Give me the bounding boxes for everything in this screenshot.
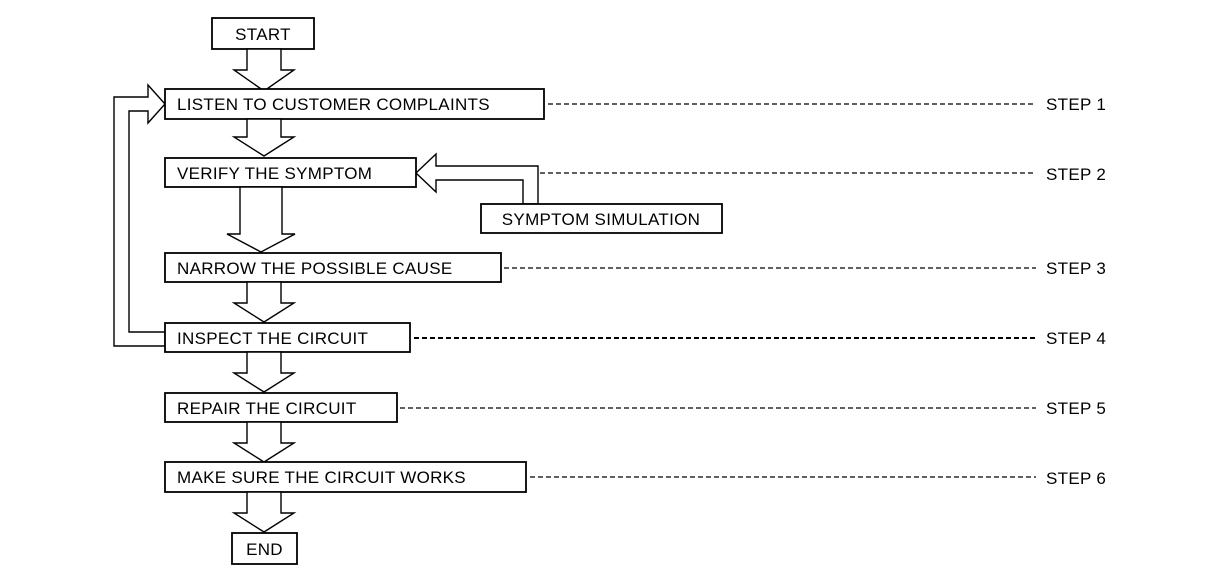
step5-number: STEP 5 — [1046, 399, 1106, 418]
step4-number: STEP 4 — [1046, 329, 1106, 348]
step3-node: NARROW THE POSSIBLE CAUSE — [164, 252, 502, 283]
down-arrow-step1-to-step2 — [231, 118, 297, 157]
step3-number: STEP 3 — [1046, 259, 1106, 278]
step1-node: LISTEN TO CUSTOMER COMPLAINTS — [164, 88, 545, 120]
step2-node: VERIFY THE SYMPTOM — [164, 157, 417, 188]
loop-back-arrow — [113, 83, 166, 347]
symptom-simulation-arrow — [414, 152, 539, 205]
step4-node: INSPECT THE CIRCUIT — [164, 322, 411, 353]
step6-number: STEP 6 — [1046, 469, 1106, 488]
step3-label: NARROW THE POSSIBLE CAUSE — [177, 259, 452, 278]
end-node: END — [231, 532, 298, 565]
end-label: END — [246, 540, 283, 559]
step5-label: REPAIR THE CIRCUIT — [177, 399, 357, 418]
step4-label: INSPECT THE CIRCUIT — [177, 329, 368, 348]
step5-node: REPAIR THE CIRCUIT — [164, 392, 398, 423]
down-arrow-step2-to-step3 — [226, 186, 296, 253]
step1-number: STEP 1 — [1046, 95, 1106, 114]
down-arrow-step3-to-step4 — [231, 281, 297, 323]
step1-label: LISTEN TO CUSTOMER COMPLAINTS — [177, 95, 490, 114]
step2-number: STEP 2 — [1046, 165, 1106, 184]
start-node: START — [211, 17, 315, 50]
step2-label: VERIFY THE SYMPTOM — [177, 164, 372, 183]
start-label: START — [235, 25, 291, 44]
step6-node: MAKE SURE THE CIRCUIT WORKS — [164, 461, 527, 493]
symptom-simulation-label: SYMPTOM SIMULATION — [502, 210, 700, 229]
symptom-simulation-node: SYMPTOM SIMULATION — [480, 203, 723, 234]
step6-label: MAKE SURE THE CIRCUIT WORKS — [177, 468, 466, 487]
down-arrow-step4-to-step5 — [231, 351, 297, 393]
down-arrow-start-to-step1 — [231, 48, 297, 92]
down-arrow-step5-to-step6 — [231, 421, 297, 463]
down-arrow-step6-to-end — [231, 491, 297, 533]
